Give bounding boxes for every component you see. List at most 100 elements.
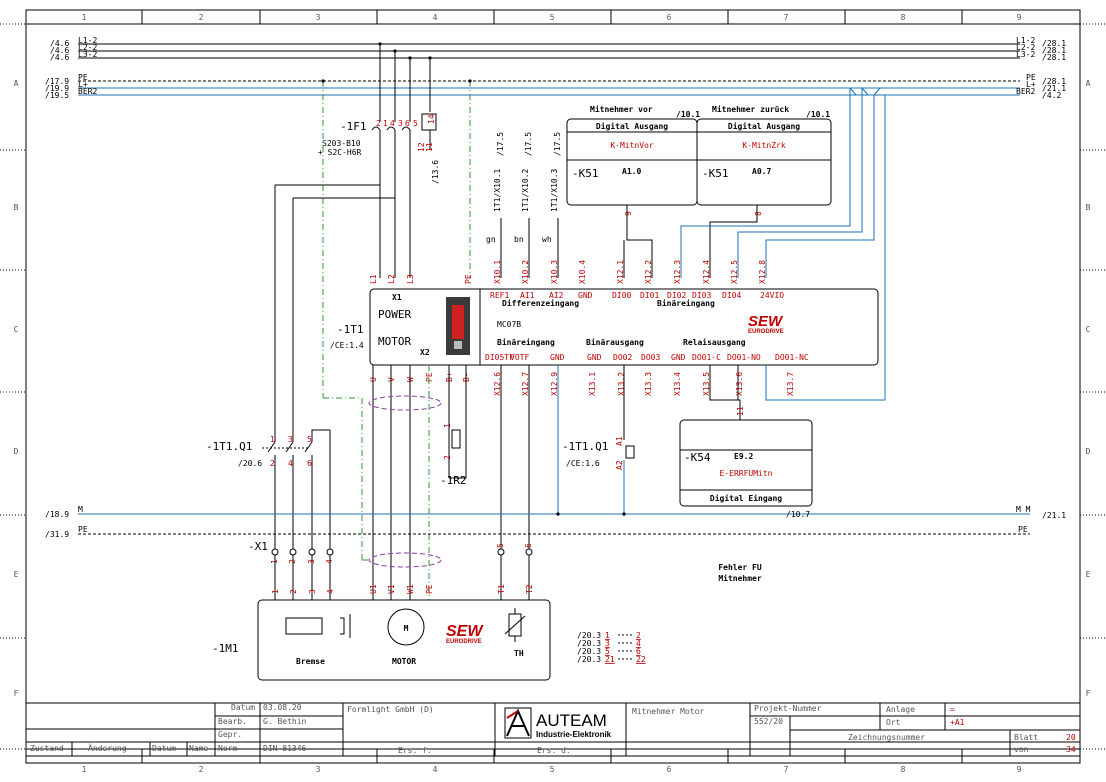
inverter-terminal: X12.2 [644, 260, 653, 284]
contact-ref: /20.3 [577, 647, 601, 656]
breaker-terminal: 6 [405, 119, 410, 128]
inverter-io-label: REF1 [490, 291, 509, 300]
group-label: Differenzeingang [502, 298, 579, 308]
motor-label: MOTOR [392, 657, 416, 666]
contactor-pin: 1 [270, 435, 275, 444]
title-block: Datum 03.08.20 Bearb. G. Bethin Gepr. No… [26, 702, 1080, 757]
supply-right-labels: L1-2 /28.1 L2-2 /28.1 L3-2 /28.1 PE /28.… [1016, 36, 1066, 100]
bus-ref: /4.6 [50, 53, 69, 62]
contact-pin: 21 [605, 655, 615, 664]
contactor-tag: -1T1.Q1 [206, 440, 252, 453]
cable-ref: /17.5 [496, 132, 505, 156]
tb-ers-d: Ers. d. [537, 746, 571, 755]
contact-ref: /20.3 [577, 639, 601, 648]
sheet-border [25, 9, 1081, 764]
bus-label: PE [1018, 525, 1028, 534]
resistor-1r2: -1R2 1 2 [440, 423, 467, 487]
svg-text:EURODRIVE: EURODRIVE [446, 639, 482, 645]
inverter-io-label: GND [671, 353, 686, 362]
inverter-terminal: L2 [387, 274, 396, 284]
bus-label: L3-2 [1016, 50, 1035, 59]
breaker-tag: -1F1 [340, 120, 367, 133]
column-number: 6 [667, 13, 672, 22]
brake-label: Bremse [296, 657, 325, 666]
terminal-strip-tag: -X1 [248, 540, 268, 553]
output-relay: -K51 [702, 167, 729, 180]
inverter-io-label: DI05TF [485, 353, 514, 362]
motor-terminal: W1 [406, 584, 415, 594]
input-relay: -K54 [684, 451, 711, 464]
cable-refs: /17.5 /17.5 /17.5 1T1/X10.1 1T1/X10.2 1T… [486, 132, 562, 278]
bus-label: BER2 [78, 87, 97, 96]
column-number: 5 [550, 765, 555, 774]
inverter-io-label: DO01-C [692, 353, 721, 362]
output-pin: 9 [624, 211, 633, 216]
inverter-terminal: X13.5 [702, 372, 711, 396]
bus-ref: /28.1 [1042, 46, 1066, 55]
thermistor-label: TH [514, 649, 524, 658]
inverter-ref: /CE:1.4 [330, 341, 364, 350]
output-header: Digital Ausgang [728, 121, 800, 131]
resistor-tag: -1R2 [440, 474, 467, 487]
group-label: Binäreingang [657, 298, 715, 308]
tb-description: Mitnehmer Motor [632, 707, 704, 716]
bus-label: L3-2 [78, 50, 97, 59]
svg-text:SEW: SEW [446, 623, 484, 640]
coil-pin: A1 [615, 436, 624, 446]
bus-ref: /18.9 [45, 510, 69, 519]
output-mitnehmer-zurueck: Mitnehmer zurück /10.1 Digital Ausgang K… [696, 104, 832, 216]
inverter-io-label: DO03 [641, 353, 660, 362]
tb-gepr-label: Gepr. [218, 730, 242, 739]
bus-label: L+ [78, 80, 88, 89]
bus-ref: /10.7 [786, 510, 810, 519]
inverter-io-label: AI1 [520, 291, 535, 300]
input-address: E9.2 [734, 452, 753, 461]
tb-blatt: 20 [1066, 733, 1076, 742]
inverter-terminal: X12.1 [616, 260, 625, 284]
tb-aenderung: Änderung [88, 743, 127, 753]
inverter-x1: X1 [392, 293, 402, 302]
output-mitnehmer-vor: Mitnehmer vor /10.1 Digital Ausgang K-Mi… [566, 104, 700, 216]
inverter-terminal: X12.9 [550, 372, 559, 396]
tb-company: Formlight GmbH (D) [347, 705, 434, 714]
inverter-terminal: X13.2 [617, 372, 626, 396]
column-number: 4 [433, 13, 438, 22]
breaker-ref: /13.6 [431, 160, 440, 184]
inverter-terminal: X10.4 [578, 260, 587, 284]
output-ref: /10.1 [806, 110, 830, 119]
breaker-terminal: 3 [398, 119, 403, 128]
bus-ref: /4.2 [1042, 91, 1061, 100]
inverter-io-label: DI01 [640, 291, 659, 300]
contact-ref: /20.3 [577, 655, 601, 664]
tb-zustand: Zustand [30, 744, 64, 753]
output-relay: -K51 [572, 167, 599, 180]
motor-terminal: U1 [369, 584, 378, 594]
inverter-io-label: GND [587, 353, 602, 362]
tb-norm-label: Norm [218, 744, 237, 753]
input-note: Mitnehmer [718, 573, 762, 583]
group-label: Binäreingang [497, 337, 555, 347]
mid-buses: /18.9 M /31.9 PE /10.7 M M /21.1 PE [45, 505, 1066, 539]
bus-ref: /21.1 [1042, 511, 1066, 520]
inverter-io-label: DO01-NC [775, 353, 809, 362]
tb-von: 34 [1066, 745, 1076, 754]
motor-terminal: PE [425, 584, 434, 594]
tb-datum-label: Datum [231, 703, 255, 712]
group-label: Binärausgang [586, 337, 644, 347]
row-letter: B [14, 203, 19, 212]
cable-ref: /17.5 [553, 132, 562, 156]
row-letter: C [14, 325, 19, 334]
breaker-type: S203-B10 [322, 139, 361, 148]
cable-ref: /17.5 [524, 132, 533, 156]
cable-term: 1T1/X10.1 [493, 168, 502, 212]
breaker-1f1: -1F1 S203-B10 + S2C-H6R 2 1 4 3 6 5 12 1… [318, 42, 440, 278]
output-header: Digital Ausgang [596, 121, 668, 131]
tb-anlage-label: Anlage [886, 705, 915, 714]
tb-datum: 03.08.20 [263, 703, 302, 712]
breaker-terminal: 1 [383, 119, 388, 128]
column-number: 9 [1017, 765, 1022, 774]
bus-ref: /4.6 [50, 46, 69, 55]
row-letter: A [1086, 79, 1091, 88]
wire-color: bn [514, 235, 524, 244]
